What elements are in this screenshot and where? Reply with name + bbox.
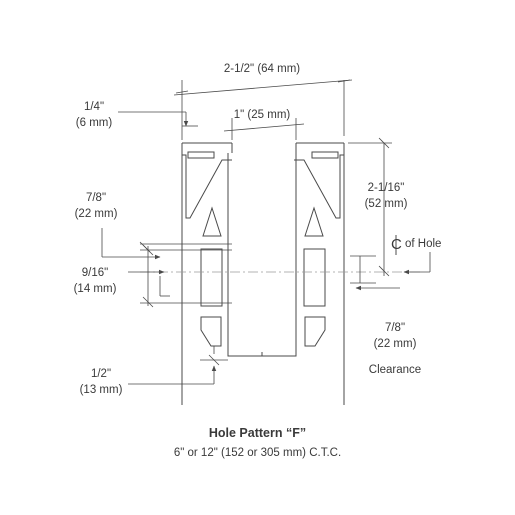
right-height-mm-label: (52 mm) [365, 198, 408, 210]
overall-width-label: 2-1/2" (64 mm) [224, 63, 300, 75]
centerline-symbol: C [391, 236, 402, 253]
bottom-inch-label: 1/2" [91, 368, 111, 380]
pattern-subtitle: 6" or 12" (152 or 305 mm) C.T.C. [173, 447, 342, 459]
dimension-lines [101, 79, 431, 385]
bottom-mm-label: (13 mm) [80, 384, 123, 396]
slot-inch-label: 9/16" [82, 267, 108, 279]
upper-inch-label: 7/8" [86, 192, 106, 204]
slot-mm-label: (14 mm) [74, 283, 117, 295]
centerline-text: of Hole [405, 238, 441, 250]
rail-profile [181, 142, 345, 405]
right-height-inch-label: 2-1/16" [368, 182, 405, 194]
lip-inch-label: 1/4" [84, 101, 104, 113]
upper-mm-label: (22 mm) [75, 208, 118, 220]
clearance-inch-label: 7/8" [385, 322, 405, 334]
top-gap-label: 1" (25 mm) [234, 109, 291, 121]
clearance-mm-label: (22 mm) [374, 338, 417, 350]
lip-mm-label: (6 mm) [76, 117, 113, 129]
clearance-label: Clearance [369, 364, 421, 376]
pattern-title: Hole Pattern “F” [208, 426, 307, 440]
